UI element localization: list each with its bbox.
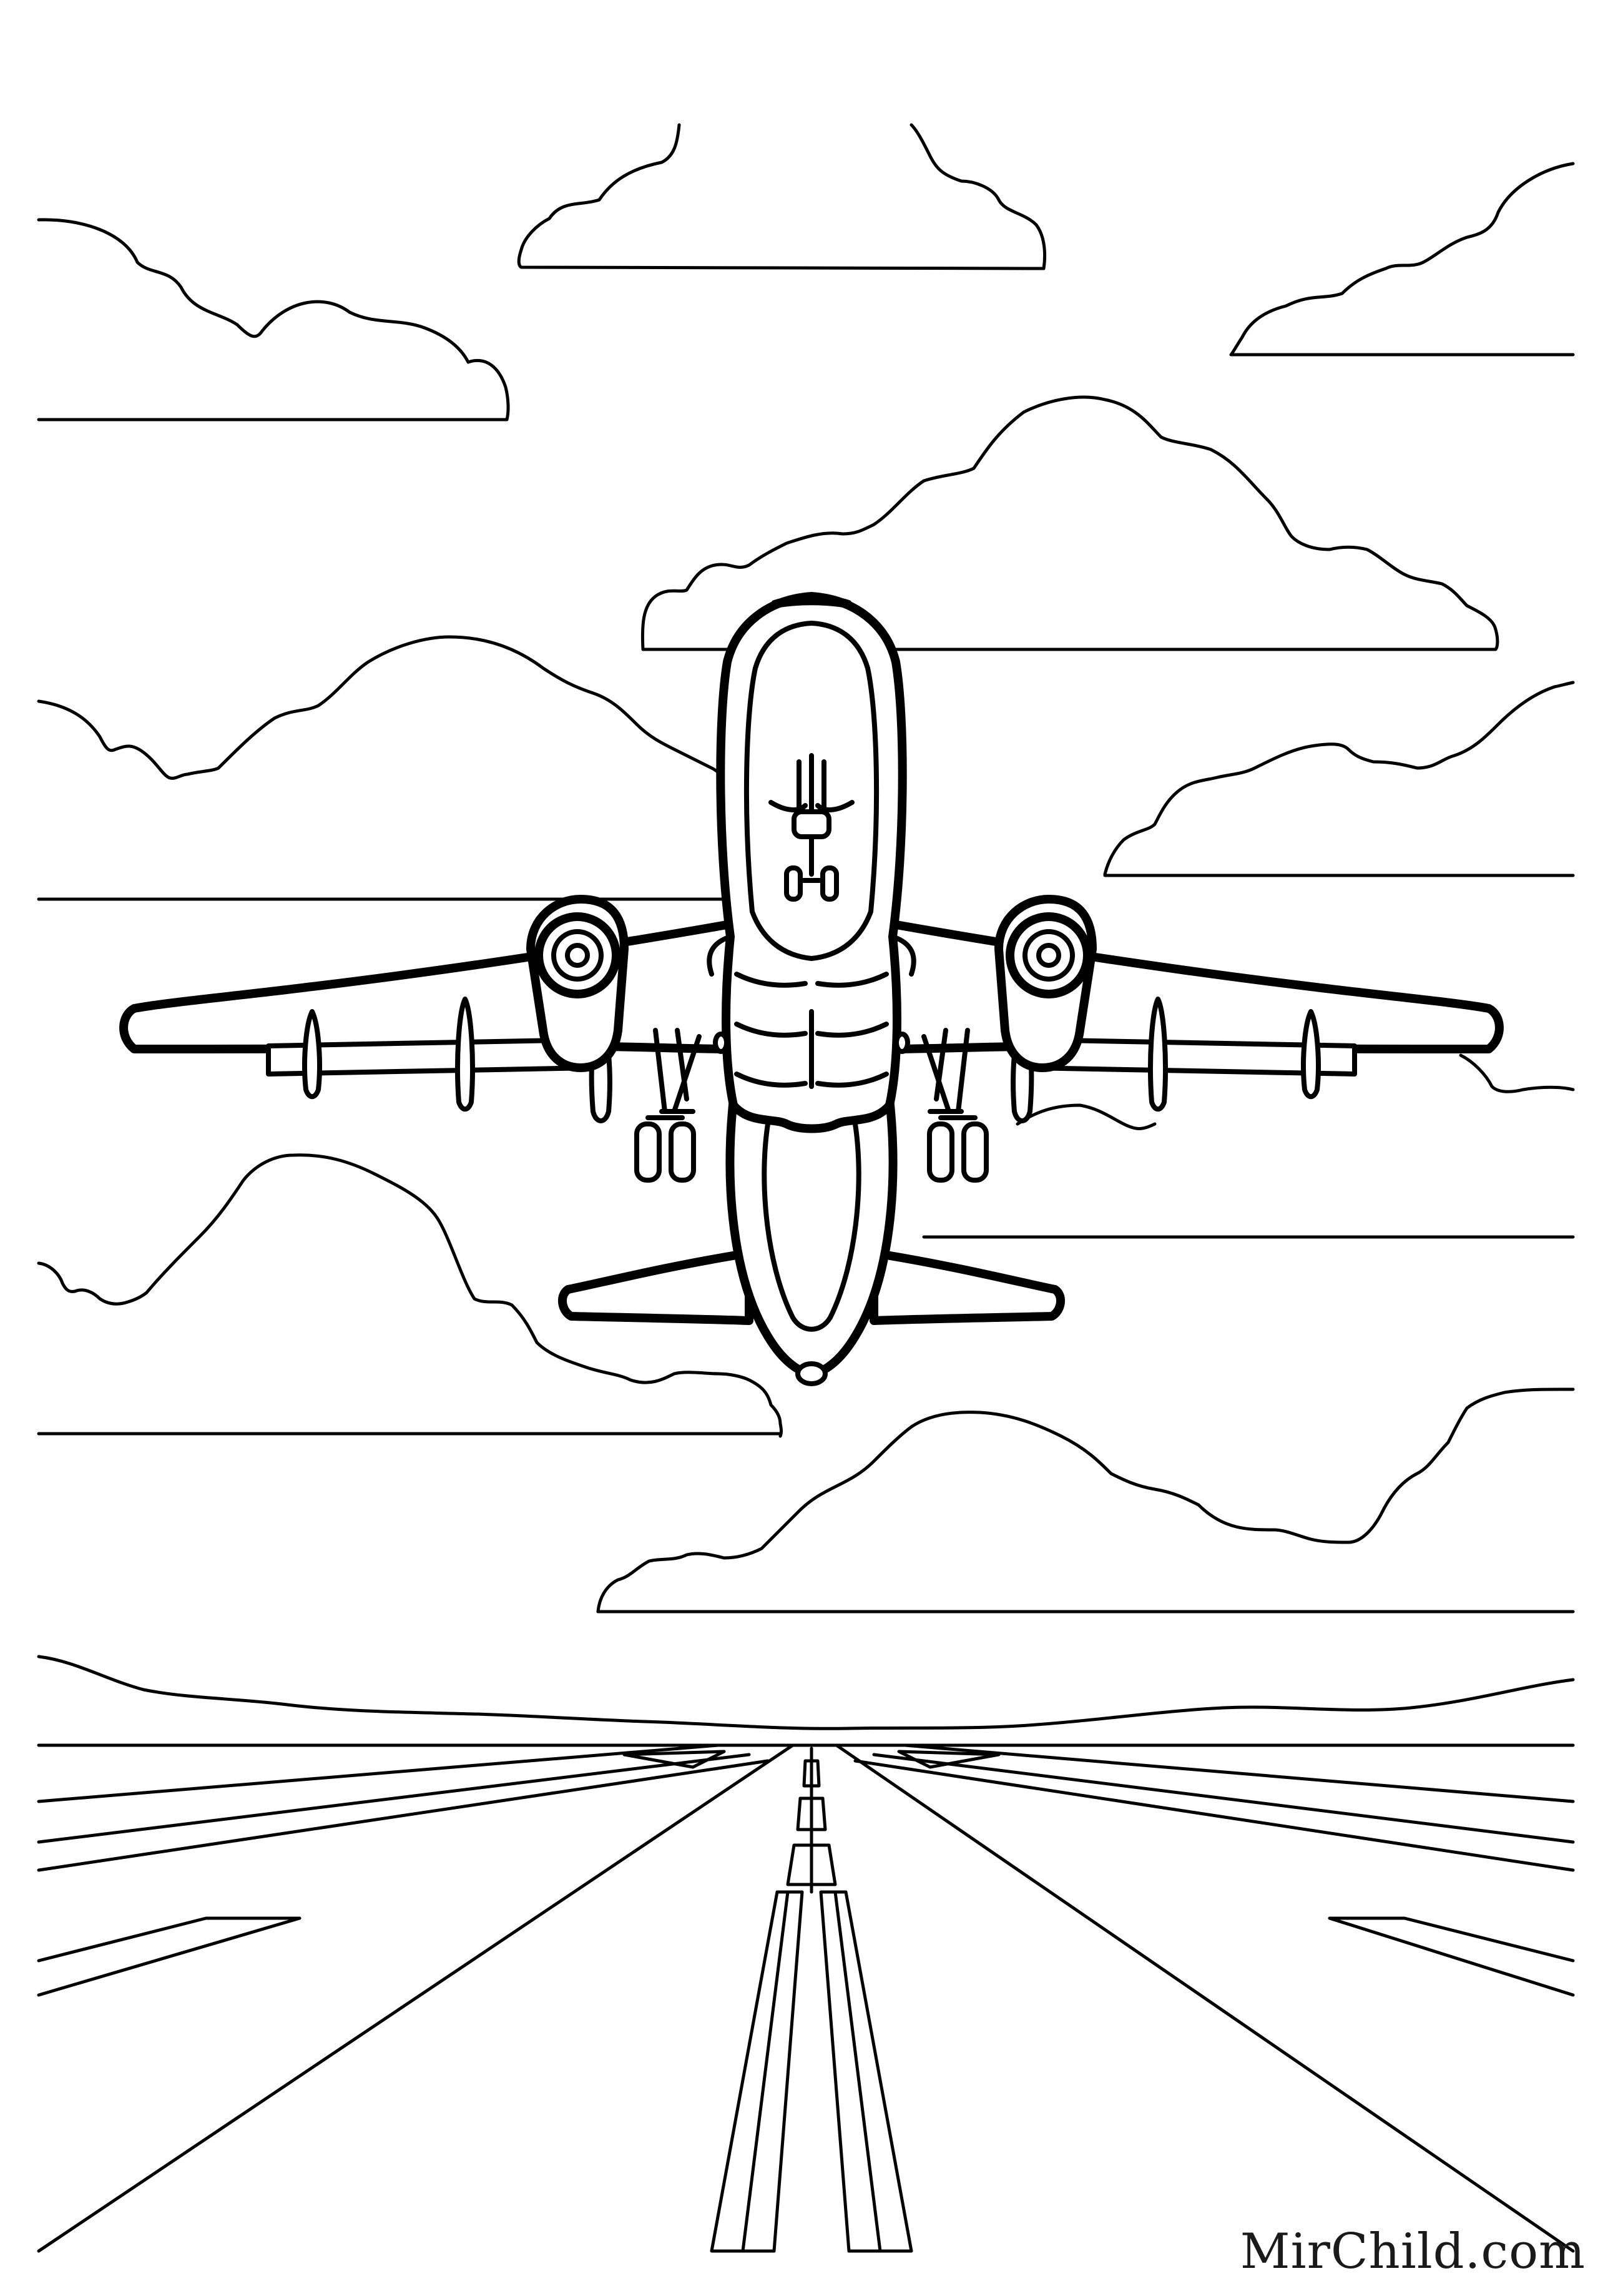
taxi-marking-right [1328, 1916, 1575, 1997]
rear-fuselage-inner [762, 1121, 861, 1332]
cloud-top-right [1229, 162, 1575, 357]
right-main-gear [921, 1028, 989, 1183]
right-engine [994, 895, 1097, 1072]
taxi-marking-far-left [622, 1750, 726, 1769]
runway [37, 1655, 1575, 2253]
ground-line-6 [37, 1759, 770, 1872]
runway-threshold-right-inner [833, 1890, 882, 2253]
taxi-marking-far-right [897, 1750, 1001, 1769]
wing-root-left [707, 934, 733, 977]
airplane [119, 592, 1504, 1386]
right-wing [888, 920, 1504, 1053]
ground-line-4 [37, 1753, 751, 1844]
hills-horizon [37, 1655, 1575, 1730]
belly-panel-lines [734, 972, 889, 1089]
watermark-text: MirChild.com [1240, 2224, 1586, 2280]
runway-stripe-3 [786, 1843, 837, 1886]
runway-threshold-right [819, 1890, 913, 2253]
cloud-lower-left [37, 1153, 783, 1438]
ground-line-3 [903, 1743, 1575, 1803]
right-light [894, 1032, 910, 1054]
wing-root-right [890, 934, 916, 977]
cockpit-window [762, 600, 861, 611]
cloud-middle [640, 395, 1499, 651]
rear-fuselage [725, 1095, 898, 1378]
left-light [713, 1032, 729, 1054]
cloud-lower-right [596, 1387, 1575, 1614]
cloud-top-left [37, 218, 510, 421]
runway-stripe-2 [796, 1796, 827, 1831]
cloud-right-wing [1459, 1053, 1575, 1093]
nose-gear [768, 753, 855, 902]
ground-line-2 [37, 1743, 720, 1803]
clouds [37, 123, 1575, 1614]
cloud-top-center [517, 123, 1047, 270]
runway-stripe-1 [802, 1759, 821, 1788]
left-wing [119, 920, 735, 1053]
runway-edge-right [835, 1743, 1575, 2253]
ground-line-7 [853, 1759, 1575, 1872]
cockpit-window-2 [772, 595, 851, 605]
left-main-gear [634, 1028, 702, 1183]
runway-threshold-left [710, 1890, 804, 2253]
runway-edge-left [37, 1743, 795, 2253]
runway-threshold-left-inner [741, 1890, 790, 2253]
cloud-right-middle [1103, 681, 1575, 876]
left-engine [526, 895, 629, 1072]
nose-belly [743, 621, 880, 961]
tail-stabilizer [558, 1251, 1065, 1325]
taxi-marking-left [37, 1916, 302, 1997]
tail-cone [795, 1361, 828, 1386]
cloud-behind-tail [1016, 1103, 1157, 1130]
ground-line-5 [872, 1753, 1575, 1844]
cloud-left-middle [37, 635, 732, 823]
